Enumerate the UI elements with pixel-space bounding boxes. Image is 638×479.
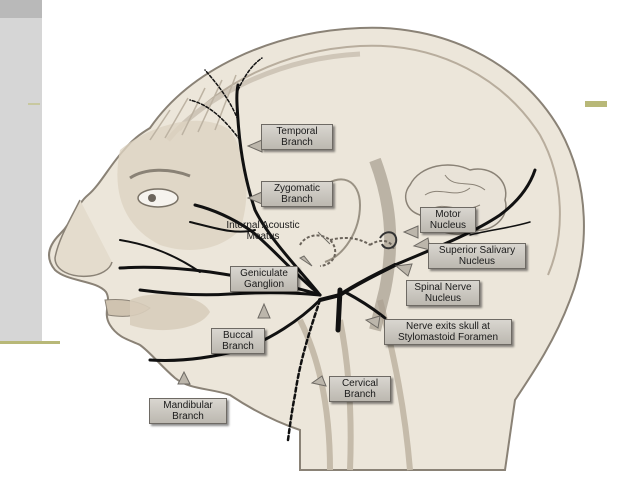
arrow-mandibular [177,370,191,385]
arrow-spinal [394,263,413,277]
forehead-muscle-lines [149,74,237,141]
arrow-buccal [257,302,271,319]
arrow-acoustic [317,231,331,245]
ear [319,178,362,263]
cervical-branch-label: Cervical Branch [329,376,391,402]
label-line: Buccal [222,330,253,341]
slide-side-panel [0,0,42,342]
label-line: Branch [281,137,313,148]
label-line: Branch [281,194,313,205]
label-line: Ganglion [243,279,285,290]
facial-muscles [117,120,247,250]
pointer-arrows [177,139,431,387]
slide-accent-rule [585,101,607,107]
label-line: Nucleus [424,293,462,304]
cochlea [379,231,398,250]
geniculate-ganglion-label: Geniculate Ganglion [230,266,298,292]
eyebrow [129,168,191,180]
nose [54,199,113,278]
label-line: Branch [172,411,204,422]
label-line: Cervical [341,378,379,389]
arrow-exits [364,315,381,329]
label-line: Superior Salivary [438,245,516,256]
slide-rule [28,103,40,105]
pupil [148,194,156,202]
arrow-geniculate [299,255,313,267]
superior-salivary-nucleus-label: Superior Salivary Nucleus [428,243,526,269]
label-line: Mandibular [163,400,213,411]
arrow-motor [402,225,419,239]
label-line: Geniculate [240,268,288,279]
label-line: Internal Acoustic [226,220,300,231]
facial-nerve [118,57,537,442]
zygomatic-branch-label: Zygomatic Branch [261,181,333,207]
brainstem [369,157,397,332]
arrow-cervical [310,375,327,387]
mandibular-branch-label: Mandibular Branch [149,398,227,424]
buccal-branch-label: Buccal Branch [211,328,265,354]
label-line: Nerve exits skull at [406,321,490,332]
slide-bottom-rule [0,341,60,344]
skull-outline [179,44,561,276]
label-line: Nucleus [458,256,496,267]
label-line: Meatus [246,231,280,242]
label-line: Branch [344,389,376,400]
eye [137,188,179,208]
mouth-muscle [130,294,210,331]
slide-side-panel-cap [0,0,42,18]
label-line: Nucleus [429,220,467,231]
motor-nucleus-label: Motor Nucleus [420,207,476,233]
internal-acoustic-meatus-label: Internal Acoustic Meatus [216,220,310,242]
label-line: Branch [222,341,254,352]
label-line: Temporal [276,126,318,137]
label-line: Zygomatic [273,183,321,194]
spinal-nerve-nucleus-label: Spinal Nerve Nucleus [406,280,480,306]
label-line: Spinal Nerve [414,282,472,293]
label-line: Motor [435,209,461,220]
temporal-branch-label: Temporal Branch [261,124,333,150]
label-line: Stylomastoid Foramen [397,332,499,343]
stylomastoid-foramen-label: Nerve exits skull at Stylomastoid Forame… [384,319,512,345]
